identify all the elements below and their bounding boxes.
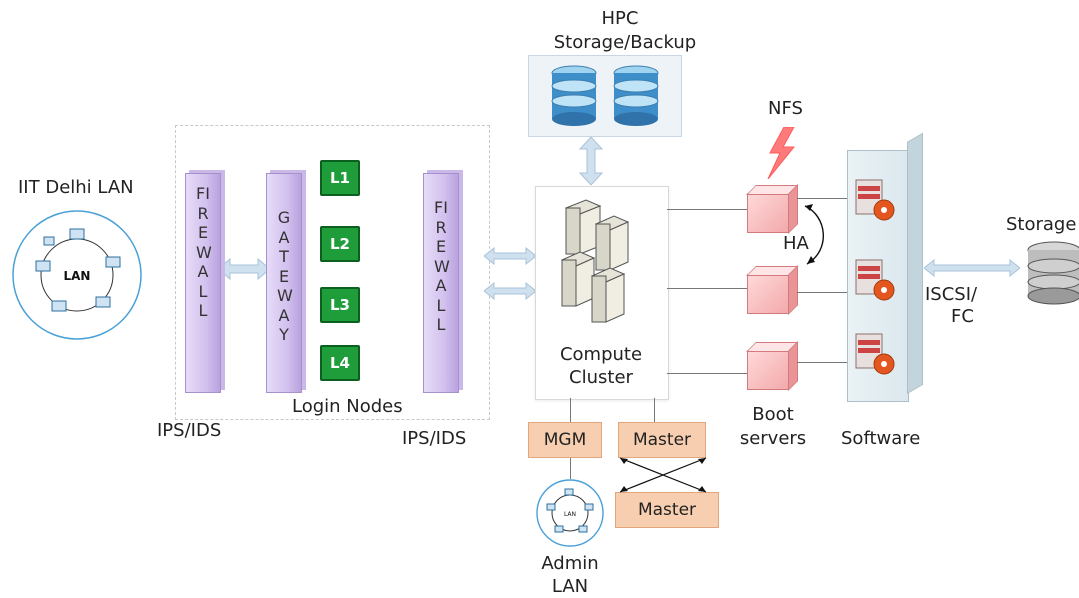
storage-compute-arrow <box>578 137 604 185</box>
server-cluster-icon <box>560 199 630 323</box>
admin-lan-label: LAN <box>551 576 589 597</box>
database-icons <box>551 65 659 126</box>
servers-label: servers <box>739 428 807 449</box>
hpc-title: HPC <box>601 8 639 29</box>
admin-label: Admin <box>541 553 599 574</box>
login-node-l1: L1 <box>320 160 360 196</box>
nfs-label: NFS <box>768 98 803 119</box>
lan-text: LAN <box>64 269 91 283</box>
firewall-left-text: FIREWALL <box>196 184 212 320</box>
fw-compute-arrow-2 <box>484 282 536 300</box>
master-box-top: Master <box>618 422 706 458</box>
boot-server-3 <box>747 350 789 390</box>
login-node-l4: L4 <box>320 345 360 381</box>
master-box-bottom: Master <box>615 492 719 528</box>
login-node-l2: L2 <box>320 226 360 262</box>
ha-label: HA <box>783 233 809 254</box>
link-boot3 <box>667 373 747 374</box>
iscsi-arrow <box>924 259 1020 277</box>
boot-label: Boot <box>752 404 794 425</box>
fc-label: FC <box>951 306 974 327</box>
gateway: GATEWAY <box>266 173 302 393</box>
storage-backup-title: Storage/Backup <box>553 32 697 53</box>
boot-server-1 <box>747 193 789 233</box>
iit-lan-label: IIT Delhi LAN <box>18 177 134 198</box>
link-sw3 <box>797 362 851 363</box>
lightning-icon <box>767 127 796 179</box>
gateway-text: GATEWAY <box>277 208 293 344</box>
database-icon <box>613 65 659 126</box>
database-icon <box>551 65 597 126</box>
ips-ids-right-label: IPS/IDS <box>402 428 467 449</box>
iscsi-label: ISCSI/ <box>925 284 978 305</box>
boot-server-2 <box>747 274 789 314</box>
link-mgm <box>570 398 571 422</box>
login-nodes-label: Login Nodes <box>292 396 403 417</box>
software-icon <box>855 333 895 375</box>
admin-lan-text: LAN <box>564 511 576 518</box>
admin-lan-icon: LAN <box>536 479 604 547</box>
firewall-right: FIREWALL <box>423 173 459 393</box>
software-icon <box>855 259 895 301</box>
master-cross-arrows <box>619 457 707 493</box>
firewall-gateway-arrow <box>218 257 270 281</box>
ha-arrow <box>804 204 824 265</box>
storage-disk-icon <box>1027 241 1079 305</box>
storage-label: Storage <box>1006 214 1077 235</box>
login-node-l3: L3 <box>320 287 360 323</box>
link-sw1 <box>797 198 851 199</box>
mgm-box: MGM <box>528 422 602 458</box>
software-icons <box>855 179 895 375</box>
lan-network-icon: LAN <box>12 210 142 340</box>
link-boot2 <box>667 288 747 289</box>
link-boot1 <box>667 209 747 210</box>
link-master <box>654 398 655 422</box>
software-icon <box>855 179 895 221</box>
ips-ids-left-label: IPS/IDS <box>157 420 222 441</box>
cluster-label: Cluster <box>569 367 633 388</box>
firewall-left: FIREWALL <box>185 173 221 393</box>
software-label: Software <box>841 428 921 449</box>
fw-compute-arrow-1 <box>484 247 536 265</box>
link-sw2 <box>797 292 851 293</box>
firewall-right-text: FIREWALL <box>434 198 450 334</box>
software-pillar-side <box>907 132 923 394</box>
compute-label: Compute <box>559 344 643 365</box>
dmz-boundary <box>175 125 490 420</box>
link-admin <box>570 457 571 479</box>
